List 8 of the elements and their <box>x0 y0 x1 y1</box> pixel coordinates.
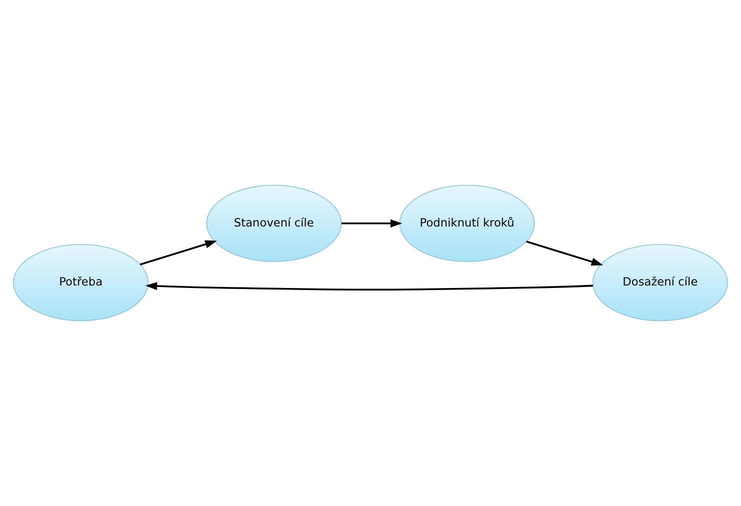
node-ellipse: Dosažení cíle <box>592 244 728 322</box>
arrow <box>140 240 217 266</box>
arrow <box>341 219 402 228</box>
node-ellipse: Stanovení cíle <box>206 184 342 262</box>
node-ellipse: Potřeba <box>13 244 149 322</box>
node-ellipse: Podniknutí kroků <box>399 184 535 262</box>
arrow <box>526 240 604 266</box>
arrow <box>145 282 593 290</box>
